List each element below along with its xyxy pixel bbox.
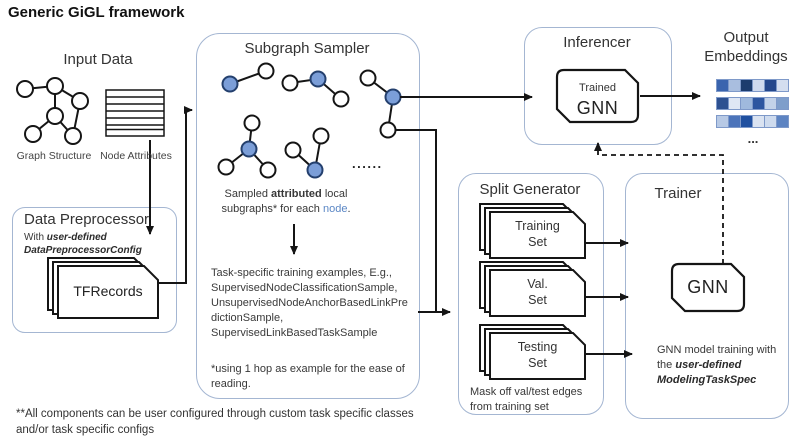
sampler-caption2-pre: subgraphs* for each: [221, 203, 323, 215]
sampler-footnote: *using 1 hop as example for the ease of r…: [211, 362, 405, 392]
embedding-cell: [741, 116, 752, 127]
sampler-caption-bold: attributed: [271, 188, 322, 200]
node-attributes-label: Node Attributes: [100, 150, 172, 162]
embedding-cell: [777, 116, 788, 127]
embedding-cell: [717, 98, 728, 109]
embedding-cell: [765, 116, 776, 127]
embedding-cell: [717, 116, 728, 127]
sampler-footnote-line1: *using 1 hop as example for the ease of: [211, 363, 405, 375]
embedding-cell: [753, 116, 764, 127]
sampler-title: Subgraph Sampler: [244, 40, 370, 57]
embedding-cell: [729, 116, 740, 127]
trainer-title: Trainer: [654, 185, 702, 202]
node-attributes-icon: [105, 89, 165, 137]
embedding-cell: [777, 80, 788, 91]
sampler-ellipsis: ......: [352, 156, 383, 171]
page-footnote: **All components can be user configured …: [16, 408, 414, 436]
embedding-cell: [777, 98, 788, 109]
sampler-examples: Task-specific training examples, E.g., S…: [211, 266, 408, 341]
sampler-caption-pre: Sampled: [224, 188, 272, 200]
sampler-caption: Sampled attributed local subgraphs* for e…: [186, 187, 386, 217]
val-set-label: Val.Set: [527, 277, 548, 307]
graph-structure-icon: [16, 77, 89, 145]
sampler-caption-post: local: [321, 188, 348, 200]
graph-structure-label: Graph Structure: [16, 150, 92, 162]
embedding-cell: [729, 80, 740, 91]
sampler-example-line: UnsupervisedNodeAnchorBasedLinkPre: [211, 297, 408, 309]
sampler-example-line: SupervisedNodeClassificationSample,: [211, 282, 398, 294]
output-embedding-rows: [716, 79, 789, 133]
embedding-cell: [753, 80, 764, 91]
sampler-example-line: SupervisedLinkBasedTaskSample: [211, 327, 378, 339]
sampler-example-line: Task-specific training examples, E.g.,: [211, 267, 392, 279]
preprocessor-subtitle-prefix: With: [24, 232, 47, 243]
preprocessor-subtitle-config: DataPreprocessorConfig: [24, 245, 142, 256]
split-generator-title: Split Generator: [479, 181, 581, 198]
inferencer-title: Inferencer: [563, 34, 631, 51]
sampler-example-line: dictionSample,: [211, 312, 284, 324]
tfrecords-label: TFRecords: [73, 283, 143, 299]
sampler-caption-node-word: node: [322, 203, 348, 215]
input-data-title: Input Data: [63, 51, 133, 68]
embedding-cell: [765, 98, 776, 109]
page-title: Generic GiGL framework: [8, 4, 185, 21]
embedding-row: [716, 79, 789, 92]
sampler-footnote-line2: reading.: [211, 378, 251, 390]
embedding-row: [716, 115, 789, 128]
gnn-label: GNN: [687, 277, 729, 297]
embedding-cell: [765, 80, 776, 91]
embedding-row: [716, 97, 789, 110]
embedding-cell: [741, 98, 752, 109]
embedding-cell: [717, 80, 728, 91]
split-generator-box: [458, 173, 604, 415]
embedding-cell: [753, 98, 764, 109]
embedding-cell: [729, 98, 740, 109]
preprocessor-title: Data Preprocessor: [24, 211, 150, 228]
embedding-cell: [741, 80, 752, 91]
preprocessor-subtitle-userdef: user-defined: [46, 232, 107, 243]
sampler-caption2-end: .: [347, 203, 351, 215]
output-ellipsis: ...: [747, 131, 759, 146]
